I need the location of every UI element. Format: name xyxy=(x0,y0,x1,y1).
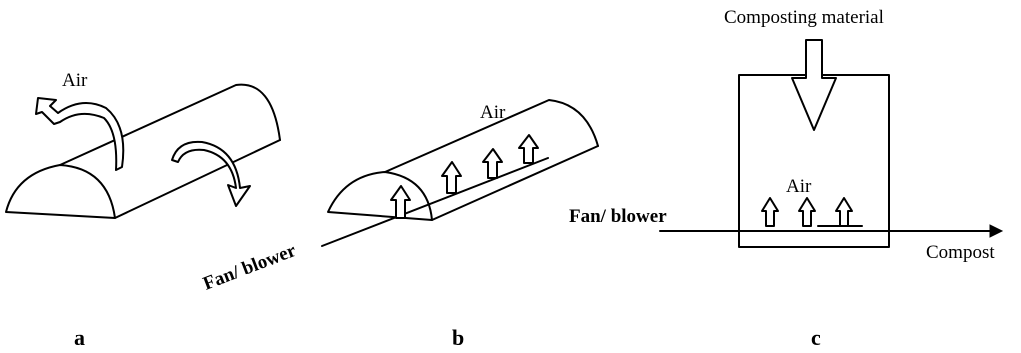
windrow-a-top-back xyxy=(59,83,281,166)
panel-b-air-label: Air xyxy=(480,102,506,123)
windrow-a xyxy=(5,83,281,219)
up-arrow-b-1 xyxy=(390,185,411,219)
windrow-b-base-edge xyxy=(431,145,599,221)
air-pipe-b xyxy=(321,157,549,247)
panel-c-fan-label: Fan/ blower xyxy=(569,206,667,227)
up-arrow-c-1 xyxy=(761,197,779,227)
up-arrow-b-3 xyxy=(482,148,503,179)
windrow-b-front-face xyxy=(327,171,433,221)
windrow-b-top-back xyxy=(384,99,599,173)
panel-c-input-label: Composting material xyxy=(724,7,884,28)
windrow-a-front-face xyxy=(5,164,116,219)
panel-c-output-label: Compost xyxy=(926,242,995,263)
input-arrow-down xyxy=(791,39,837,131)
windrow-b xyxy=(327,99,599,221)
up-arrow-c-2 xyxy=(798,197,816,227)
curved-air-arrow-left xyxy=(35,97,125,171)
panel-a-air-label: Air xyxy=(62,70,88,91)
windrow-a-base-edge xyxy=(114,139,281,219)
panel-c-air-label: Air xyxy=(786,176,812,197)
panel-b-fan-label: Fan/ blower xyxy=(200,240,299,295)
up-arrow-c-3 xyxy=(835,197,853,227)
curved-air-arrow-right xyxy=(171,140,251,207)
up-arrow-b-2 xyxy=(441,161,462,194)
fan-pipe-c-arrowhead xyxy=(989,224,1004,238)
panel-c-label: c xyxy=(811,325,821,350)
up-arrow-b-4 xyxy=(518,134,539,164)
panel-a-label: a xyxy=(74,325,85,350)
panel-b-label: b xyxy=(452,325,464,350)
